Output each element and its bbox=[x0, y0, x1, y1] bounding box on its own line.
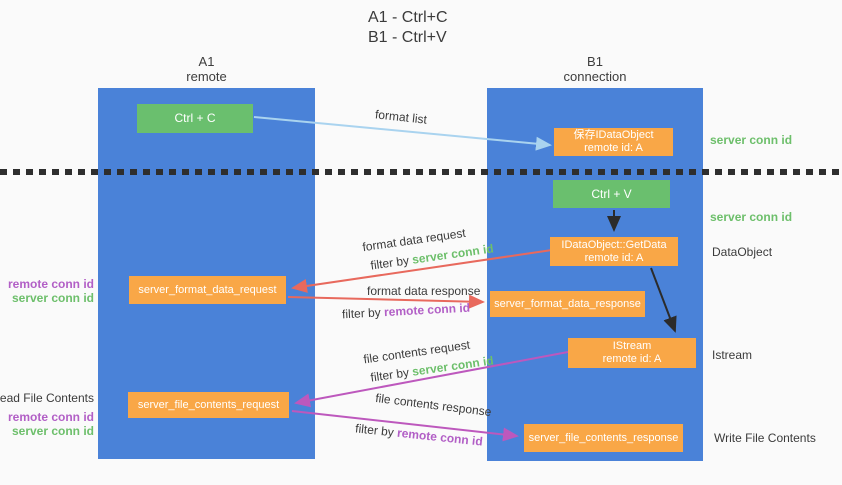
node-istream-line1: IStream bbox=[612, 340, 652, 352]
node-server-format-data-response: server_format_data_response bbox=[490, 291, 645, 317]
column-b1-subtitle: connection bbox=[563, 69, 627, 84]
column-a1-subtitle: remote bbox=[186, 69, 227, 84]
node-ctrl-v: Ctrl + V bbox=[553, 180, 670, 208]
diagram-title: A1 - Ctrl+C B1 - Ctrl+V bbox=[368, 8, 448, 48]
left-label-server-conn-id-top: server conn id bbox=[11, 291, 94, 305]
title-line-b1: B1 - Ctrl+V bbox=[368, 29, 447, 46]
node-server-file-contents-response: server_file_contents_response bbox=[524, 424, 683, 452]
node-save-idataobject: 保存IDataObject remote id: A bbox=[554, 128, 673, 156]
left-label-remote-conn-id-bottom: remote conn id bbox=[7, 410, 94, 424]
node-server-file-contents-request: server_file_contents_request bbox=[128, 392, 289, 418]
node-server-format-data-request: server_format_data_request bbox=[129, 276, 286, 304]
column-header-b1: B1 connection bbox=[487, 54, 703, 84]
left-label-read-file-contents: Read File Contents bbox=[0, 391, 94, 405]
right-label-server-conn-id-mid: server conn id bbox=[710, 210, 793, 224]
label-format-list: format list bbox=[374, 107, 428, 127]
right-label-server-conn-id-top: server conn id bbox=[710, 133, 793, 147]
left-label-remote-conn-id-top: remote conn id bbox=[7, 277, 94, 291]
column-a1-name: A1 bbox=[198, 54, 215, 69]
node-server-file-contents-request-label: server_file_contents_request bbox=[137, 398, 280, 411]
column-b1-name: B1 bbox=[587, 54, 603, 69]
title-line-a1: A1 - Ctrl+C bbox=[368, 9, 448, 26]
node-getdata-line1: IDataObject::GetData bbox=[561, 238, 667, 251]
node-getdata: IDataObject::GetData remote id: A bbox=[550, 237, 678, 266]
right-label-istream: Istream bbox=[712, 348, 753, 362]
node-getdata-line2: remote id: A bbox=[584, 251, 644, 264]
node-server-file-contents-response-label: server_file_contents_response bbox=[528, 431, 679, 444]
node-ctrl-c: Ctrl + C bbox=[137, 104, 253, 133]
remote-conn-id-text: remote conn id bbox=[383, 300, 471, 320]
node-istream: IStream remote id: A bbox=[568, 338, 696, 368]
filter-by-text: filter by bbox=[369, 253, 410, 273]
node-ctrl-v-label: Ctrl + V bbox=[591, 186, 632, 201]
column-header-a1: A1 remote bbox=[98, 54, 315, 84]
right-label-write-file-contents: Write File Contents bbox=[714, 431, 816, 445]
right-label-dataobject: DataObject bbox=[712, 245, 773, 259]
node-ctrl-c-label: Ctrl + C bbox=[174, 111, 216, 125]
remote-conn-id-text: remote conn id bbox=[396, 425, 484, 449]
dashed-divider bbox=[0, 169, 842, 175]
node-server-format-data-request-label: server_format_data_request bbox=[138, 283, 277, 296]
filter-by-text: filter by bbox=[369, 365, 410, 385]
node-save-idataobject-line2: remote id: A bbox=[584, 142, 643, 154]
left-label-server-conn-id-bottom: server conn id bbox=[11, 424, 94, 438]
node-server-format-data-response-label: server_format_data_response bbox=[494, 297, 641, 310]
filter-by-text: filter by bbox=[354, 421, 395, 440]
node-istream-line2: remote id: A bbox=[602, 353, 662, 365]
label-file-contents-response: file contents response bbox=[374, 390, 493, 420]
label-filter-by-remote-conn-id-1: filter by remote conn id bbox=[342, 301, 471, 322]
node-save-idataobject-line1: 保存IDataObject bbox=[573, 129, 654, 141]
label-filter-by-remote-conn-id-2: filter by remote conn id bbox=[355, 421, 484, 448]
label-format-data-response: format data response bbox=[367, 284, 481, 298]
filter-by-text: filter by bbox=[341, 305, 382, 322]
